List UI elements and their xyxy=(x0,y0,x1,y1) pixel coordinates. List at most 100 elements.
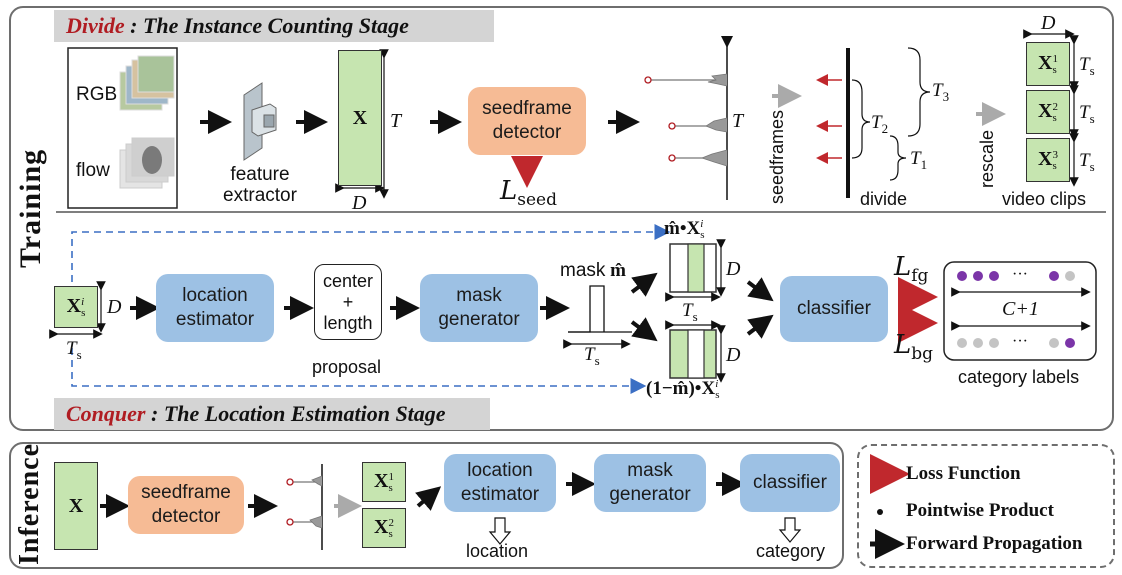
loss-seed-label: Lseed xyxy=(500,178,557,211)
conquer-keyword: Conquer xyxy=(66,401,146,426)
fg-ellipsis: ··· xyxy=(1012,266,1028,283)
inf-classifier-box: classifier xyxy=(740,454,840,512)
mask-ts-sub: s xyxy=(594,352,600,368)
mask-label: mask m̂ xyxy=(560,260,626,282)
inf-clip-2-x: X xyxy=(374,516,389,539)
clip-2-ts-sub: s xyxy=(1089,110,1095,126)
seedframe-score-plot xyxy=(644,36,733,200)
xsi-ts-symbol: T xyxy=(66,338,77,359)
masked-fg-text: m̂•X xyxy=(664,218,701,239)
clip-1-ts-symbol: T xyxy=(1079,54,1090,75)
clip-1-sup: 1 xyxy=(1052,52,1058,65)
divide-colon: : xyxy=(124,13,143,38)
rgb-label: RGB xyxy=(76,84,118,105)
fg-label-dot-4 xyxy=(1049,271,1059,281)
inf-clip-2-sub: s xyxy=(388,527,393,540)
bg-label-dot-3 xyxy=(989,338,999,348)
input-box xyxy=(67,47,178,209)
feature-x-block: X xyxy=(338,50,382,186)
seedframes-label: seedframes xyxy=(767,109,787,204)
inf-clip-1-sub: s xyxy=(388,481,393,494)
inf-location-estimator-line1: location xyxy=(467,460,533,481)
dashed-skip-bottom xyxy=(71,348,647,394)
inf-x-block: X xyxy=(54,462,98,550)
xsi-sup: i xyxy=(81,295,85,308)
legend-pointwise-dot xyxy=(877,509,883,515)
clip-3-sup: 3 xyxy=(1052,148,1058,161)
loss-seed-sub: seed xyxy=(517,190,557,211)
video-clips-label: video clips xyxy=(1002,189,1087,209)
legend-forward-propagation: Forward Propagation xyxy=(906,533,1083,554)
loss-bg-label: Lbg xyxy=(894,332,934,365)
t3-label: T3 xyxy=(932,80,949,108)
seedframe-detector-box: seedframe detector xyxy=(468,87,586,155)
feature-extractor-label: feature extractor xyxy=(210,164,310,206)
fg-d-label: D xyxy=(726,258,741,280)
classifier-label: classifier xyxy=(797,298,871,319)
feature-extractor-line2: extractor xyxy=(223,185,297,206)
location-estimator-line2: estimator xyxy=(175,309,255,330)
mask-plot xyxy=(563,285,632,349)
xsi-ts-sub: s xyxy=(76,346,82,362)
conquer-stage-title: The Location Estimation Stage xyxy=(163,401,446,426)
loss-bg-symbol: L xyxy=(894,330,912,360)
bg-d-label: D xyxy=(726,344,741,366)
inf-location-label: location xyxy=(466,541,529,561)
brace-t1 xyxy=(889,135,907,181)
t1-symbol: T xyxy=(910,148,921,169)
inf-arrow-clips-to-locest xyxy=(415,486,442,511)
inf-classifier-label: classifier xyxy=(753,472,827,493)
inf-hollow-arrow-category xyxy=(778,517,802,543)
t1-sub: 1 xyxy=(920,156,928,172)
inf-category-label: category xyxy=(756,541,826,561)
bg-label-dot-4 xyxy=(1049,338,1059,348)
seedframe-detector-line2: detector xyxy=(492,122,562,143)
t-dim-label: T xyxy=(390,110,402,132)
clip-1-x: X xyxy=(1038,52,1053,75)
xsi-sub: s xyxy=(81,306,86,319)
category-labels-box xyxy=(943,261,1097,361)
masked-fg-sub: s xyxy=(700,228,705,241)
inf-mask-generator-line1: mask xyxy=(627,460,673,481)
flow-label: flow xyxy=(76,160,110,181)
clip-2-sub: s xyxy=(1052,111,1057,124)
bg-ellipsis: ··· xyxy=(1012,333,1028,350)
loss-bg-sub: bg xyxy=(911,344,934,365)
rgb-frames-icon xyxy=(119,55,175,111)
inf-mask-generator-box: mask generator xyxy=(594,454,706,512)
inference-frame xyxy=(9,442,844,569)
inf-seedframe-detector-line1: seedframe xyxy=(141,482,231,503)
clip-1-ts-label: Ts xyxy=(1079,54,1095,82)
inf-seedframe-detector-box: seedframe detector xyxy=(128,476,244,534)
masked-fg-block xyxy=(669,243,717,293)
divide-banner: Divide : The Instance Counting Stage xyxy=(54,10,494,42)
divide-label: divide xyxy=(860,189,908,209)
t2-label: T2 xyxy=(871,112,888,140)
fg-label-dot-2 xyxy=(973,271,983,281)
clip-3-sub: s xyxy=(1052,159,1057,172)
inf-location-estimator-line2: estimator xyxy=(460,484,540,505)
legend-frame xyxy=(857,444,1115,568)
loss-fg-symbol: L xyxy=(894,252,912,282)
inf-clip-2-sup: 2 xyxy=(388,516,394,529)
masked-bg-sub: s xyxy=(715,388,720,401)
inf-location-estimator-box: location estimator xyxy=(444,454,556,512)
proposal-label: proposal xyxy=(312,357,382,377)
masked-bg-sup: i xyxy=(715,377,719,390)
clip-d-label: D xyxy=(1041,12,1056,34)
xsi-ts-label: Ts xyxy=(66,338,82,366)
inf-hollow-arrow-location xyxy=(488,517,512,545)
feature-extractor-icon xyxy=(243,82,277,161)
loss-fg-sub: fg xyxy=(911,266,929,287)
legend-loss-function: Loss Function xyxy=(906,463,1021,484)
